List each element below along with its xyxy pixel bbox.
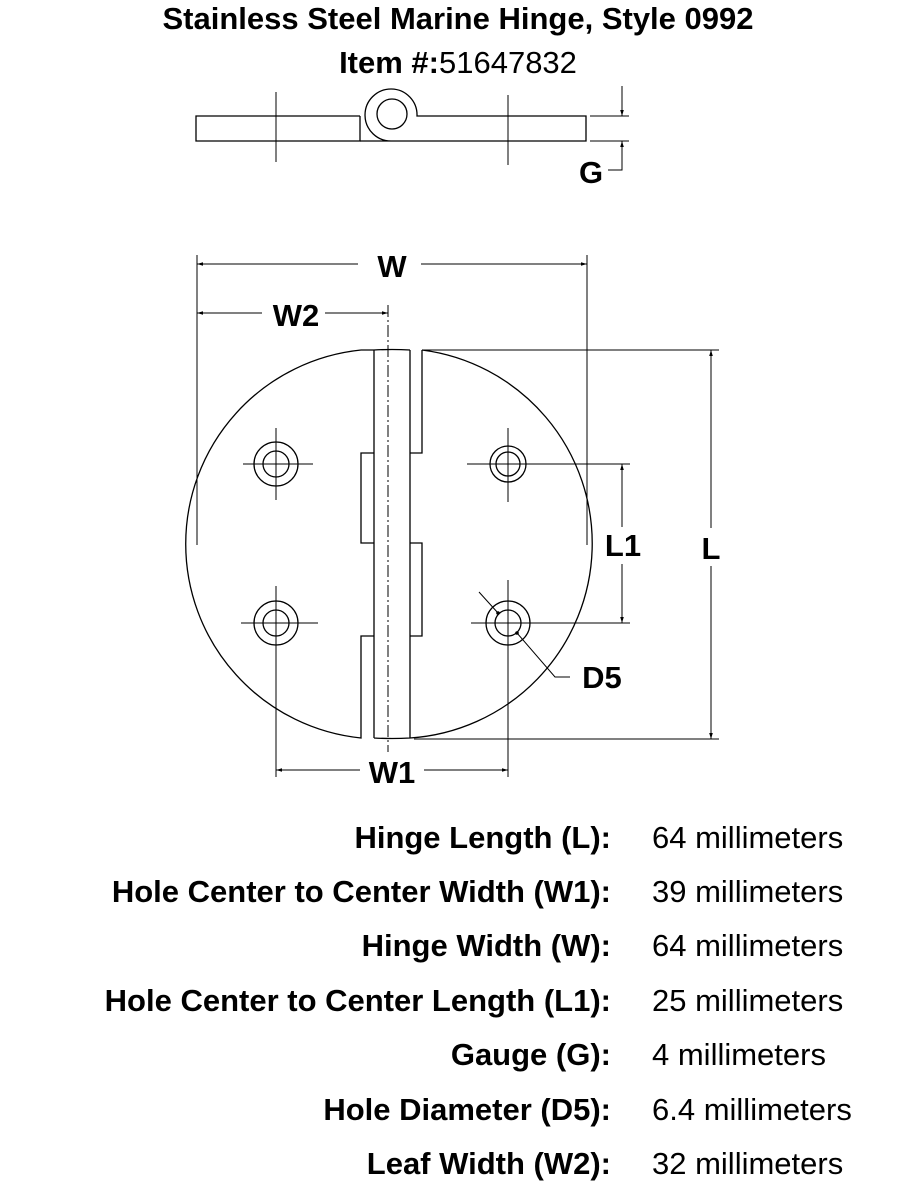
spec-label: Hinge Length (L):: [354, 820, 611, 855]
spec-value: 6.4 millimeters: [652, 1092, 852, 1127]
spec-row: Leaf Width (W2): 32 millimeters: [0, 1146, 897, 1200]
spec-label: Gauge (G):: [450, 1037, 611, 1072]
spec-label: Hole Diameter (D5):: [323, 1092, 611, 1127]
label-l: L: [702, 531, 721, 566]
spec-value: 64 millimeters: [652, 820, 844, 855]
side-view: G: [195, 86, 629, 190]
spec-row: Hinge Length (L): 64 millimeters: [0, 820, 897, 874]
front-view: W W2 W1 L L1 D5: [185, 249, 721, 790]
hole-bottom-right: [471, 580, 630, 777]
item-number: 51647832: [439, 45, 577, 80]
hole-bottom-left: [241, 586, 318, 777]
label-w1: W1: [369, 755, 416, 790]
spec-value: 25 millimeters: [652, 983, 844, 1018]
label-l1: L1: [605, 528, 641, 563]
hole-top-left: [243, 428, 313, 500]
item-label: Item #:: [339, 45, 439, 80]
hole-top-right: [467, 428, 630, 502]
label-d5: D5: [582, 660, 622, 695]
spec-label: Leaf Width (W2):: [366, 1146, 611, 1181]
label-w2: W2: [273, 298, 320, 333]
spec-row: Hole Diameter (D5): 6.4 millimeters: [0, 1092, 897, 1146]
spec-row: Hole Center to Center Length (L1): 25 mil…: [0, 983, 897, 1037]
spec-label: Hinge Width (W):: [361, 928, 611, 963]
title: Stainless Steel Marine Hinge, Style 0992: [163, 1, 754, 36]
spec-row: Gauge (G): 4 millimeters: [0, 1037, 897, 1091]
spec-row: Hole Center to Center Width (W1): 39 mill…: [0, 874, 897, 928]
spec-value: 39 millimeters: [652, 874, 844, 909]
label-w: W: [377, 249, 407, 284]
item-number-line: Item #:51647832: [339, 45, 577, 80]
spec-value: 32 millimeters: [652, 1146, 844, 1181]
spec-value: 4 millimeters: [652, 1037, 826, 1072]
spec-label: Hole Center to Center Width (W1):: [111, 874, 611, 909]
spec-row: Hinge Width (W): 64 millimeters: [0, 928, 897, 982]
label-g: G: [579, 155, 603, 190]
spec-value: 64 millimeters: [652, 928, 844, 963]
spec-label: Hole Center to Center Length (L1):: [104, 983, 611, 1018]
hinge-diagram: Stainless Steel Marine Hinge, Style 0992…: [163, 1, 754, 790]
